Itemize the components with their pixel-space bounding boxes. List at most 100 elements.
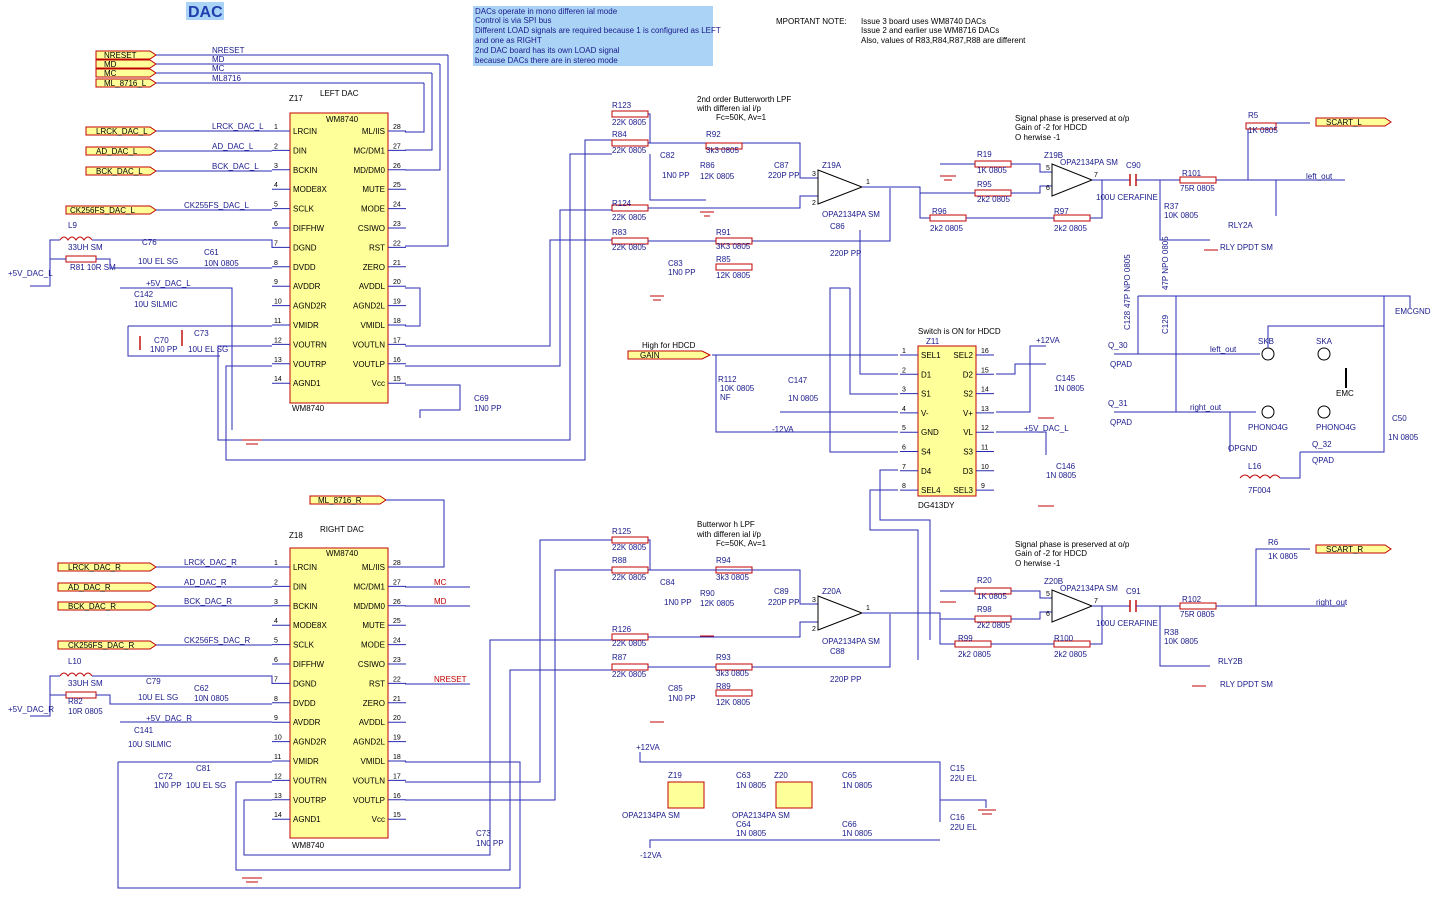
svg-text:R85: R85 xyxy=(716,255,731,264)
pin-number: 19 xyxy=(393,299,401,306)
svg-text:3k3 0805: 3k3 0805 xyxy=(716,669,749,678)
svg-text:3K3 0805: 3K3 0805 xyxy=(716,242,751,251)
svg-text:2k2 0805: 2k2 0805 xyxy=(1054,650,1087,659)
pin-name: DVDD xyxy=(293,263,316,272)
pin-name: MODE8X xyxy=(293,621,327,630)
svg-text:Signal phase is preserved at o: Signal phase is preserved at o/p xyxy=(1015,114,1130,123)
svg-text:EMCGND: EMCGND xyxy=(1395,307,1431,316)
svg-text:R101: R101 xyxy=(1182,169,1202,178)
pin-number: 14 xyxy=(274,376,282,383)
pin-number: 7 xyxy=(902,464,906,471)
pin-name: ZERO xyxy=(363,699,385,708)
svg-text:C61: C61 xyxy=(204,248,219,257)
svg-text:R97: R97 xyxy=(1054,207,1069,216)
svg-text:220P PP: 220P PP xyxy=(830,249,861,258)
pin-number: 28 xyxy=(393,560,401,567)
svg-text:DACs operate in mono differen: DACs operate in mono differen ial mode xyxy=(475,7,618,16)
svg-text:OPA2134PA SM: OPA2134PA SM xyxy=(1060,158,1118,167)
pin-number: 26 xyxy=(393,163,401,170)
svg-text:SKA: SKA xyxy=(1316,337,1333,346)
svg-text:C145: C145 xyxy=(1056,374,1076,383)
pin-number: 8 xyxy=(274,260,278,267)
pin-name: ML/IIS xyxy=(362,127,385,136)
svg-text:1N 0805: 1N 0805 xyxy=(842,781,873,790)
pin-number: 6 xyxy=(274,221,278,228)
pin-name: LRCIN xyxy=(293,127,317,136)
svg-text:R96: R96 xyxy=(932,207,947,216)
svg-text:RLY DPDT SM: RLY DPDT SM xyxy=(1220,243,1273,252)
svg-text:Z19A: Z19A xyxy=(822,161,842,170)
svg-text:NRESET: NRESET xyxy=(104,51,137,60)
svg-text:R84: R84 xyxy=(612,130,627,139)
pin-number: 27 xyxy=(393,579,401,586)
svg-text:C62: C62 xyxy=(194,684,209,693)
svg-text:R102: R102 xyxy=(1182,595,1202,604)
svg-text:CK256FS_DAC_R: CK256FS_DAC_R xyxy=(184,636,250,645)
svg-text:MC: MC xyxy=(212,64,225,73)
svg-text:+5V_DAC_R: +5V_DAC_R xyxy=(8,705,54,714)
svg-text:C89: C89 xyxy=(774,587,789,596)
svg-text:1: 1 xyxy=(866,605,870,612)
pin-number: 10 xyxy=(274,299,282,306)
svg-text:SCART_R: SCART_R xyxy=(1326,545,1363,554)
svg-text:33UH SM: 33UH SM xyxy=(68,679,103,688)
svg-text:R5: R5 xyxy=(1248,111,1259,120)
svg-text:WM8740: WM8740 xyxy=(326,549,359,558)
pin-name: V- xyxy=(921,409,929,418)
svg-text:Issue 3 board uses WM8740 DACs: Issue 3 board uses WM8740 DACs xyxy=(861,17,986,26)
svg-text:Gain of -2 for HDCD: Gain of -2 for HDCD xyxy=(1015,549,1087,558)
svg-text:1K 0805: 1K 0805 xyxy=(977,592,1007,601)
svg-text:1N0 PP: 1N0 PP xyxy=(662,171,690,180)
pin-name: AGND2L xyxy=(353,302,386,311)
pin-name: RST xyxy=(369,243,385,252)
svg-text:R82: R82 xyxy=(68,697,83,706)
pin-name: VMIDR xyxy=(293,757,319,766)
svg-text:12K 0805: 12K 0805 xyxy=(700,599,735,608)
svg-text:Z17: Z17 xyxy=(289,94,303,103)
pin-name: AVDDL xyxy=(359,718,386,727)
left-dac-wiring: C69 1N0 PP xyxy=(217,139,612,461)
pin-name: AVDDR xyxy=(293,718,321,727)
svg-text:NRESET: NRESET xyxy=(212,46,245,55)
pin-number: 1 xyxy=(274,560,278,567)
pin-number: 27 xyxy=(393,143,401,150)
svg-text:3: 3 xyxy=(812,597,816,604)
svg-text:CK256FS_DAC_L: CK256FS_DAC_L xyxy=(70,206,135,215)
pin-name: VL xyxy=(963,428,973,437)
svg-text:LEFT DAC: LEFT DAC xyxy=(320,89,359,98)
pin-name: MODE8X xyxy=(293,185,327,194)
pin-name: VOUTRN xyxy=(293,340,327,349)
pin-name: BCKIN xyxy=(293,166,318,175)
svg-text:WM8740: WM8740 xyxy=(292,841,325,850)
svg-text:MPORTANT NOTE:: MPORTANT NOTE: xyxy=(776,17,847,26)
svg-text:3k3 0805: 3k3 0805 xyxy=(706,146,739,155)
svg-text:10K 0805: 10K 0805 xyxy=(1164,637,1199,646)
svg-text:L9: L9 xyxy=(68,221,77,230)
svg-text:C70: C70 xyxy=(154,336,169,345)
svg-text:C63: C63 xyxy=(736,771,751,780)
svg-text:Switch is ON for HDCD: Switch is ON for HDCD xyxy=(918,327,1001,336)
svg-text:High for HDCD: High for HDCD xyxy=(642,341,696,350)
svg-text:SKB: SKB xyxy=(1258,337,1274,346)
svg-text:-12VA: -12VA xyxy=(772,425,794,434)
svg-text:22U EL: 22U EL xyxy=(950,823,977,832)
right-lpf: Butterwor h LPF with differen ial i/p Fc… xyxy=(611,520,955,723)
pin-name: DGND xyxy=(293,243,317,252)
svg-text:10R 0805: 10R 0805 xyxy=(68,707,103,716)
svg-text:12K 0805: 12K 0805 xyxy=(716,698,751,707)
pin-name: VMIDL xyxy=(361,321,386,330)
svg-text:+5V_DAC_L: +5V_DAC_L xyxy=(1024,424,1069,433)
pin-name: AVDDL xyxy=(359,282,386,291)
pin-name: D3 xyxy=(963,467,974,476)
svg-text:Q_31: Q_31 xyxy=(1108,399,1128,408)
svg-text:and one as RIGHT: and one as RIGHT xyxy=(475,36,542,45)
pin-name: CSIWO xyxy=(358,224,385,233)
pin-number: 3 xyxy=(274,163,278,170)
svg-text:10U SILMIC: 10U SILMIC xyxy=(128,740,172,749)
design-notes: DACs operate in mono differen ial mode C… xyxy=(473,6,721,66)
svg-text:Z18: Z18 xyxy=(289,531,303,540)
pin-name: CSIWO xyxy=(358,660,385,669)
svg-text:WM8740: WM8740 xyxy=(326,115,359,124)
svg-text:R93: R93 xyxy=(716,653,731,662)
